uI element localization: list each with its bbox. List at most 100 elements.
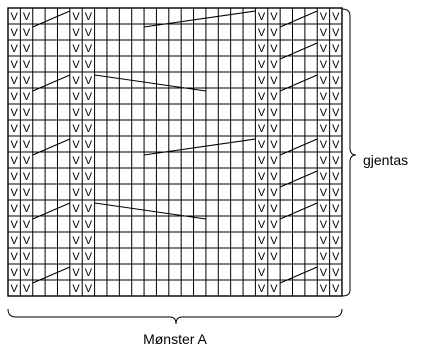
cable-diagonal bbox=[279, 202, 318, 220]
cable-diagonal bbox=[32, 266, 71, 284]
cable-diagonal bbox=[32, 74, 71, 92]
stitch-symbol: V bbox=[332, 59, 340, 71]
stitch-symbol: V bbox=[72, 267, 80, 279]
stitch-symbol: V bbox=[258, 235, 266, 247]
stitch-symbol: V bbox=[270, 187, 278, 199]
stitch-symbol: V bbox=[11, 75, 19, 87]
stitch-symbol: V bbox=[332, 155, 340, 167]
stitch-symbol: V bbox=[320, 139, 328, 151]
stitch-symbol: V bbox=[72, 155, 80, 167]
stitch-symbol: V bbox=[332, 235, 340, 247]
stitch-symbol: V bbox=[85, 43, 93, 55]
stitch-symbol: V bbox=[72, 59, 80, 71]
stitch-symbol: V bbox=[258, 283, 266, 295]
stitch-symbol: V bbox=[258, 251, 266, 263]
cable-diagonal bbox=[279, 10, 318, 28]
stitch-symbol: V bbox=[332, 27, 340, 39]
stitch-symbol: V bbox=[11, 203, 19, 215]
stitch-symbol: V bbox=[320, 267, 328, 279]
stitch-symbol: V bbox=[332, 171, 340, 183]
stitch-symbol: V bbox=[85, 75, 93, 87]
stitch-symbol: V bbox=[258, 203, 266, 215]
stitch-symbol: V bbox=[258, 139, 266, 151]
stitch-symbol: V bbox=[320, 155, 328, 167]
stitch-symbol: V bbox=[23, 251, 31, 263]
stitch-symbol: V bbox=[270, 139, 278, 151]
stitch-symbol: V bbox=[72, 187, 80, 199]
stitch-symbol: V bbox=[72, 75, 80, 87]
pattern-title: Mønster A bbox=[143, 331, 207, 347]
cable-diagonal bbox=[143, 10, 256, 28]
stitch-symbol: V bbox=[85, 283, 93, 295]
cable-diagonal bbox=[32, 138, 71, 156]
repeat-brace bbox=[341, 8, 357, 297]
stitch-symbol: V bbox=[270, 107, 278, 119]
stitch-symbol: V bbox=[270, 251, 278, 263]
stitch-symbol: V bbox=[320, 187, 328, 199]
stitch-symbol: V bbox=[258, 75, 266, 87]
stitch-symbol: V bbox=[23, 187, 31, 199]
stitch-symbol: V bbox=[320, 235, 328, 247]
stitch-symbol: V bbox=[332, 75, 340, 87]
stitch-symbol: V bbox=[258, 107, 266, 119]
stitch-symbol: V bbox=[85, 235, 93, 247]
stitch-symbol: V bbox=[11, 27, 19, 39]
cable-diagonal bbox=[279, 42, 318, 60]
stitch-symbol: V bbox=[258, 11, 266, 23]
stitch-symbol: V bbox=[85, 91, 93, 103]
stitch-symbol: V bbox=[85, 59, 93, 71]
stitch-symbol: V bbox=[11, 107, 19, 119]
stitch-symbol: V bbox=[11, 187, 19, 199]
stitch-symbol: V bbox=[72, 123, 80, 135]
stitch-symbol: V bbox=[85, 203, 93, 215]
stitch-symbol: V bbox=[23, 59, 31, 71]
stitch-symbol: V bbox=[270, 283, 278, 295]
stitch-symbol: V bbox=[270, 235, 278, 247]
stitch-symbol: V bbox=[320, 11, 328, 23]
stitch-symbol: V bbox=[23, 123, 31, 135]
stitch-symbol: V bbox=[23, 107, 31, 119]
stitch-symbol: V bbox=[11, 59, 19, 71]
stitch-symbol: V bbox=[11, 139, 19, 151]
stitch-symbol: V bbox=[270, 171, 278, 183]
stitch-symbol: V bbox=[11, 235, 19, 247]
stitch-symbol: V bbox=[72, 91, 80, 103]
stitch-symbol: V bbox=[320, 107, 328, 119]
stitch-symbol: V bbox=[23, 27, 31, 39]
stitch-symbol: V bbox=[320, 75, 328, 87]
stitch-symbol: V bbox=[332, 283, 340, 295]
stitch-symbol: V bbox=[258, 219, 266, 231]
stitch-symbol: V bbox=[270, 203, 278, 215]
cable-diagonal bbox=[32, 10, 71, 28]
stitch-symbol: V bbox=[85, 251, 93, 263]
stitch-symbol: V bbox=[332, 11, 340, 23]
cable-diagonal bbox=[279, 74, 318, 92]
stitch-symbol: V bbox=[11, 283, 19, 295]
stitch-symbol: V bbox=[23, 91, 31, 103]
stitch-symbol: V bbox=[258, 155, 266, 167]
stitch-symbol: V bbox=[72, 43, 80, 55]
stitch-symbol: V bbox=[23, 171, 31, 183]
stitch-symbol: V bbox=[11, 11, 19, 23]
stitch-symbol: V bbox=[332, 139, 340, 151]
stitch-symbol: V bbox=[332, 187, 340, 199]
cable-diagonal bbox=[94, 202, 206, 220]
stitch-symbol: V bbox=[258, 171, 266, 183]
stitch-symbol: V bbox=[270, 155, 278, 167]
stitch-symbol: V bbox=[85, 267, 93, 279]
chart-grid bbox=[7, 7, 343, 297]
stitch-symbol: V bbox=[258, 267, 266, 279]
cable-diagonal bbox=[94, 74, 206, 92]
cable-diagonal bbox=[279, 138, 318, 156]
cable-diagonal bbox=[143, 138, 256, 156]
stitch-symbol: V bbox=[11, 267, 19, 279]
stitch-symbol: V bbox=[85, 107, 93, 119]
stitch-symbol: V bbox=[23, 75, 31, 87]
stitch-symbol: V bbox=[332, 219, 340, 231]
stitch-symbol: V bbox=[11, 155, 19, 167]
stitch-symbol: V bbox=[11, 91, 19, 103]
stitch-symbol: V bbox=[332, 107, 340, 119]
stitch-symbol: V bbox=[332, 203, 340, 215]
